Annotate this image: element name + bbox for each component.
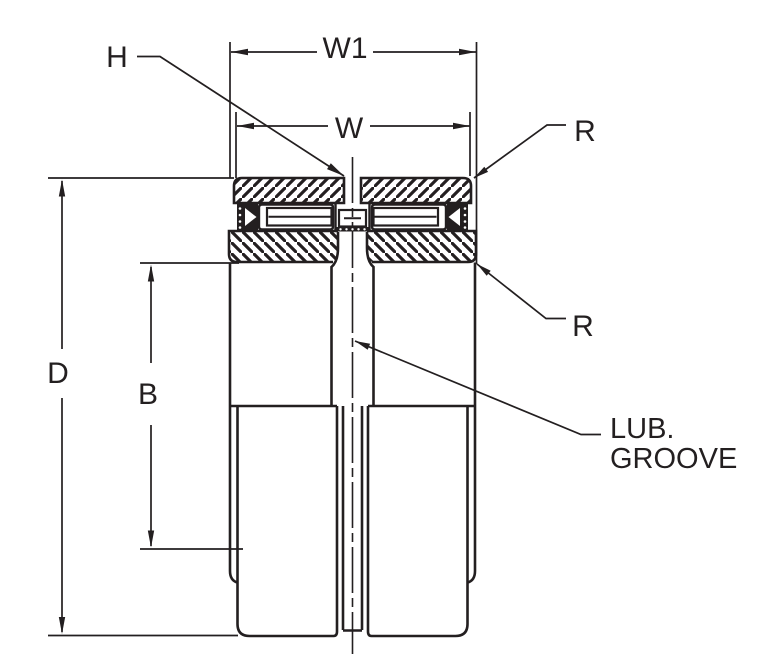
- center-cage-block: [334, 204, 371, 230]
- inner-ring: [229, 231, 476, 262]
- label-d: D: [47, 357, 69, 390]
- label-lub-groove-line2: GROOVE: [610, 443, 737, 475]
- leader-r-lower: [476, 263, 566, 320]
- roller-envelope-left: [257, 203, 335, 231]
- body-left-inner-edge: [236, 406, 334, 638]
- rollers: [257, 203, 448, 231]
- label-w1: W1: [323, 32, 368, 65]
- lube-hole-wall-left: [330, 232, 340, 406]
- roller-envelope-right: [370, 203, 448, 231]
- leader-r-upper: [473, 124, 566, 179]
- shaft-body: [228, 262, 477, 638]
- leader-lines: [137, 55, 601, 436]
- leader-lub-groove: [354, 340, 601, 436]
- needle-roller-left: [265, 206, 333, 227]
- leader-h: [137, 55, 345, 177]
- cage-bottom-strip: [336, 227, 369, 232]
- body-right-inner-edge: [371, 406, 469, 638]
- label-h: H: [106, 41, 128, 74]
- label-w: W: [335, 112, 364, 145]
- seal-left: [237, 204, 258, 230]
- label-r-upper: R: [574, 115, 596, 148]
- body-right-outer-edge: [467, 262, 477, 584]
- label-b: B: [138, 378, 158, 411]
- seal-right: [447, 204, 468, 230]
- inner-ring-left-fill: [229, 231, 338, 262]
- labels: W1 W H R R D B LUB. GROOVE: [47, 32, 737, 475]
- extension-lines: [48, 42, 478, 637]
- outer-ring-left-section: [232, 176, 346, 205]
- inner-ring-right-fill: [367, 231, 476, 262]
- needle-roller-right: [372, 206, 440, 227]
- lube-groove-channel: [333, 406, 372, 638]
- arrowheads: [58, 48, 491, 634]
- inner-ring-outline: [227, 229, 478, 406]
- body-left-outer-edge: [228, 262, 238, 584]
- lube-hole-wall-right: [365, 232, 375, 406]
- label-lub-groove-line1: LUB.: [610, 413, 674, 445]
- label-r-lower: R: [572, 310, 594, 343]
- outer-ring: [232, 176, 473, 205]
- outer-ring-right-section: [359, 176, 473, 205]
